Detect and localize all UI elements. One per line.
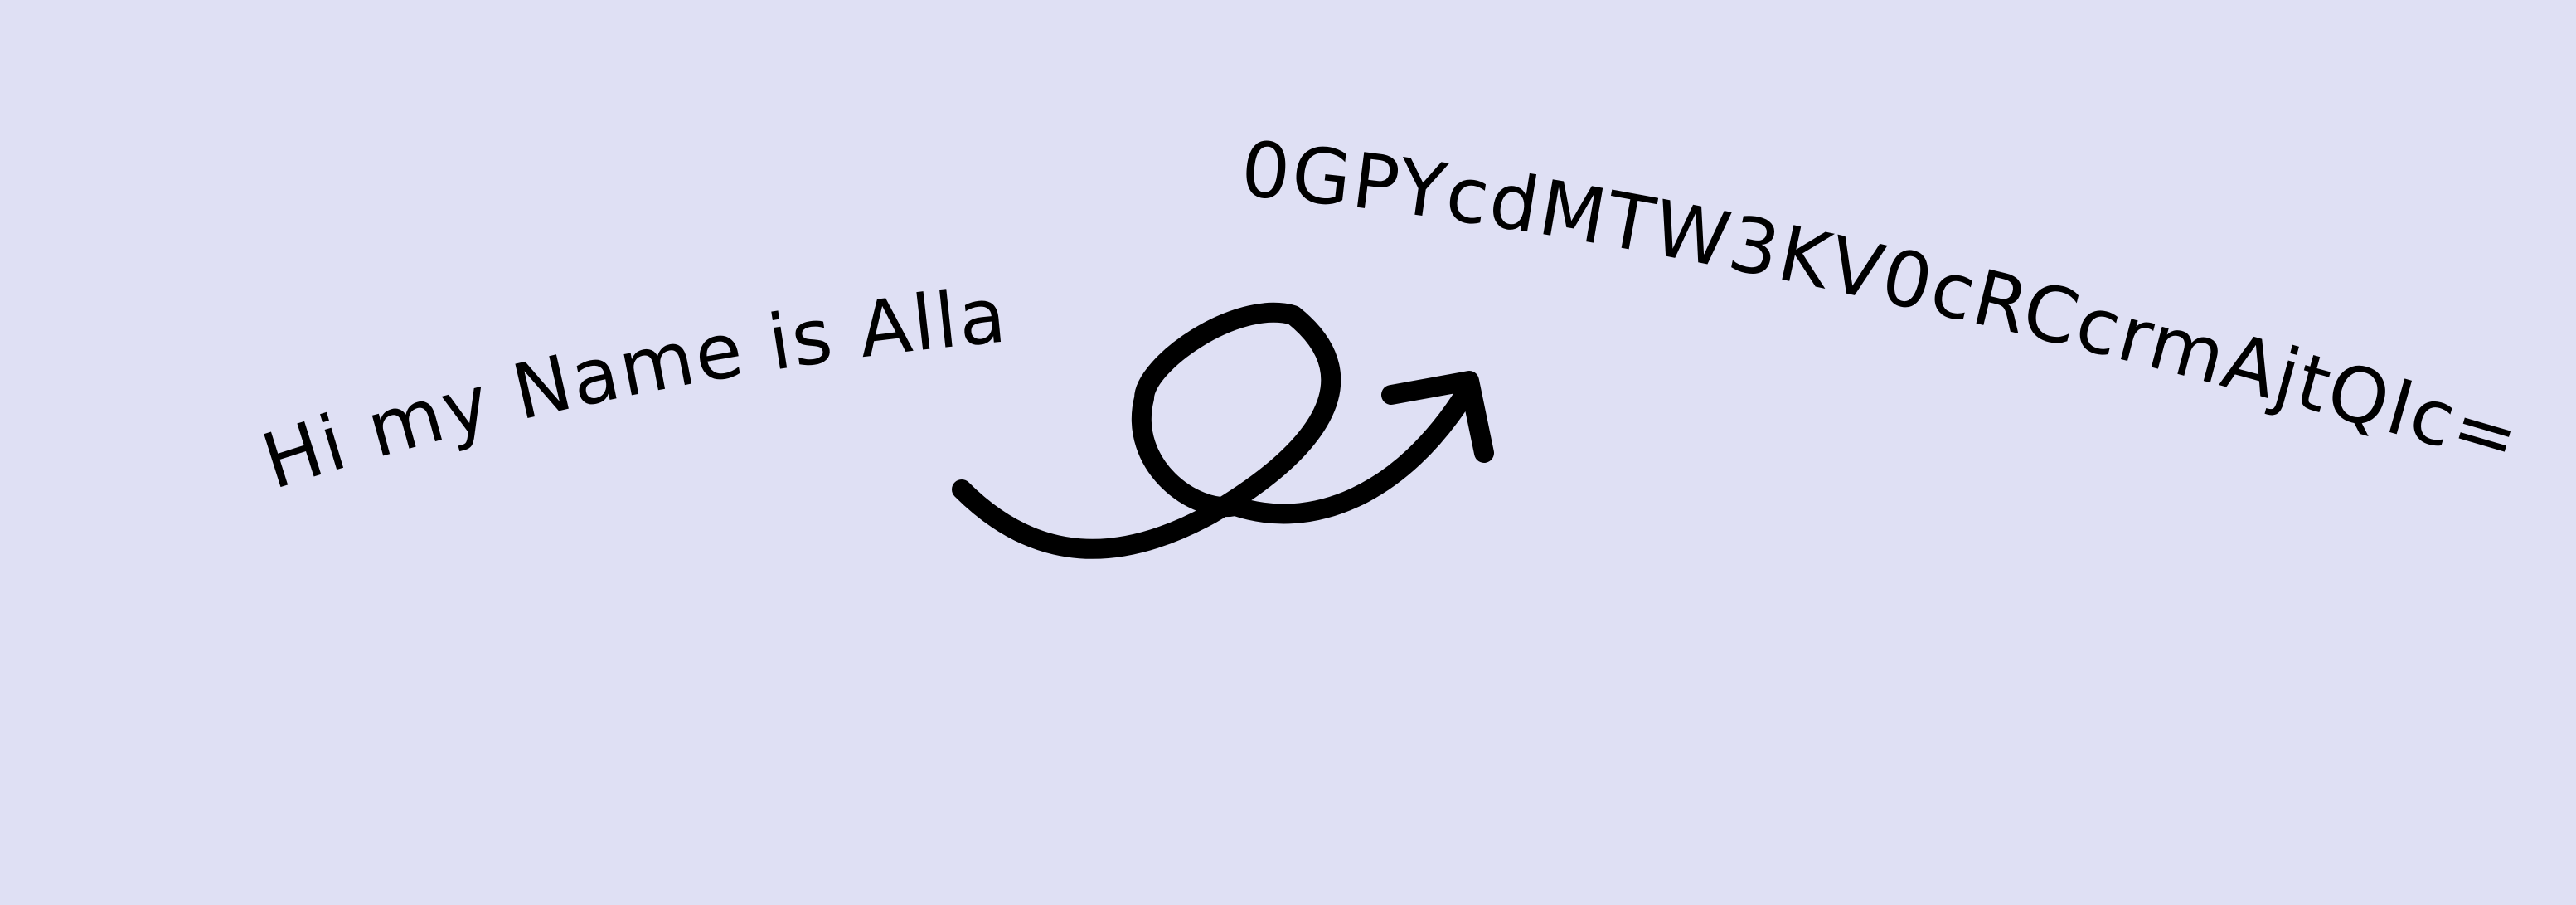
arrow-loop-stroke	[952, 302, 1477, 559]
looped-arrow-icon	[952, 302, 1494, 559]
arrow-head-stroke	[1381, 371, 1494, 463]
